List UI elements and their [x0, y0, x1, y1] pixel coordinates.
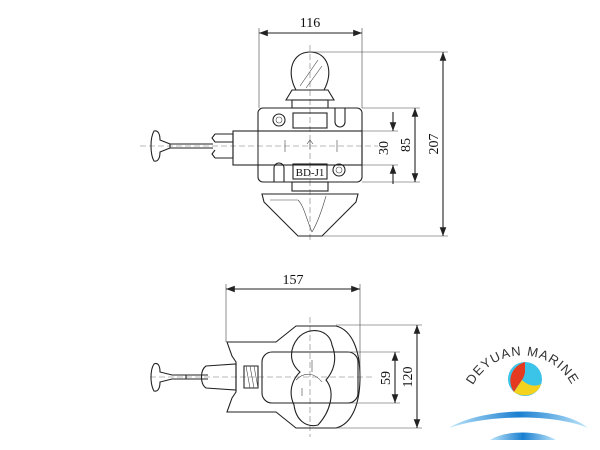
deyuan-marine-logo: DEYUAN MARINE	[449, 343, 588, 440]
base-outline	[226, 325, 361, 429]
dim-length-157: 157	[283, 273, 304, 288]
pull-handle-bottom	[150, 362, 187, 392]
top-view: BD-J1 116 207 85 30	[140, 16, 448, 243]
pull-handle	[150, 130, 171, 162]
dim-height-207: 207	[427, 134, 442, 155]
cone-top	[290, 329, 336, 427]
dim-height-120: 120	[401, 367, 416, 388]
dim-width-116: 116	[300, 16, 320, 31]
handle-bracket	[211, 133, 234, 159]
dim-slot-30: 30	[377, 141, 392, 155]
dim-body-85: 85	[399, 138, 414, 152]
model-label: BD-J1	[296, 167, 325, 179]
bottom-view: 157 120 59	[150, 273, 422, 437]
handle-housing	[200, 363, 237, 391]
dim-inner-59: 59	[379, 371, 394, 385]
